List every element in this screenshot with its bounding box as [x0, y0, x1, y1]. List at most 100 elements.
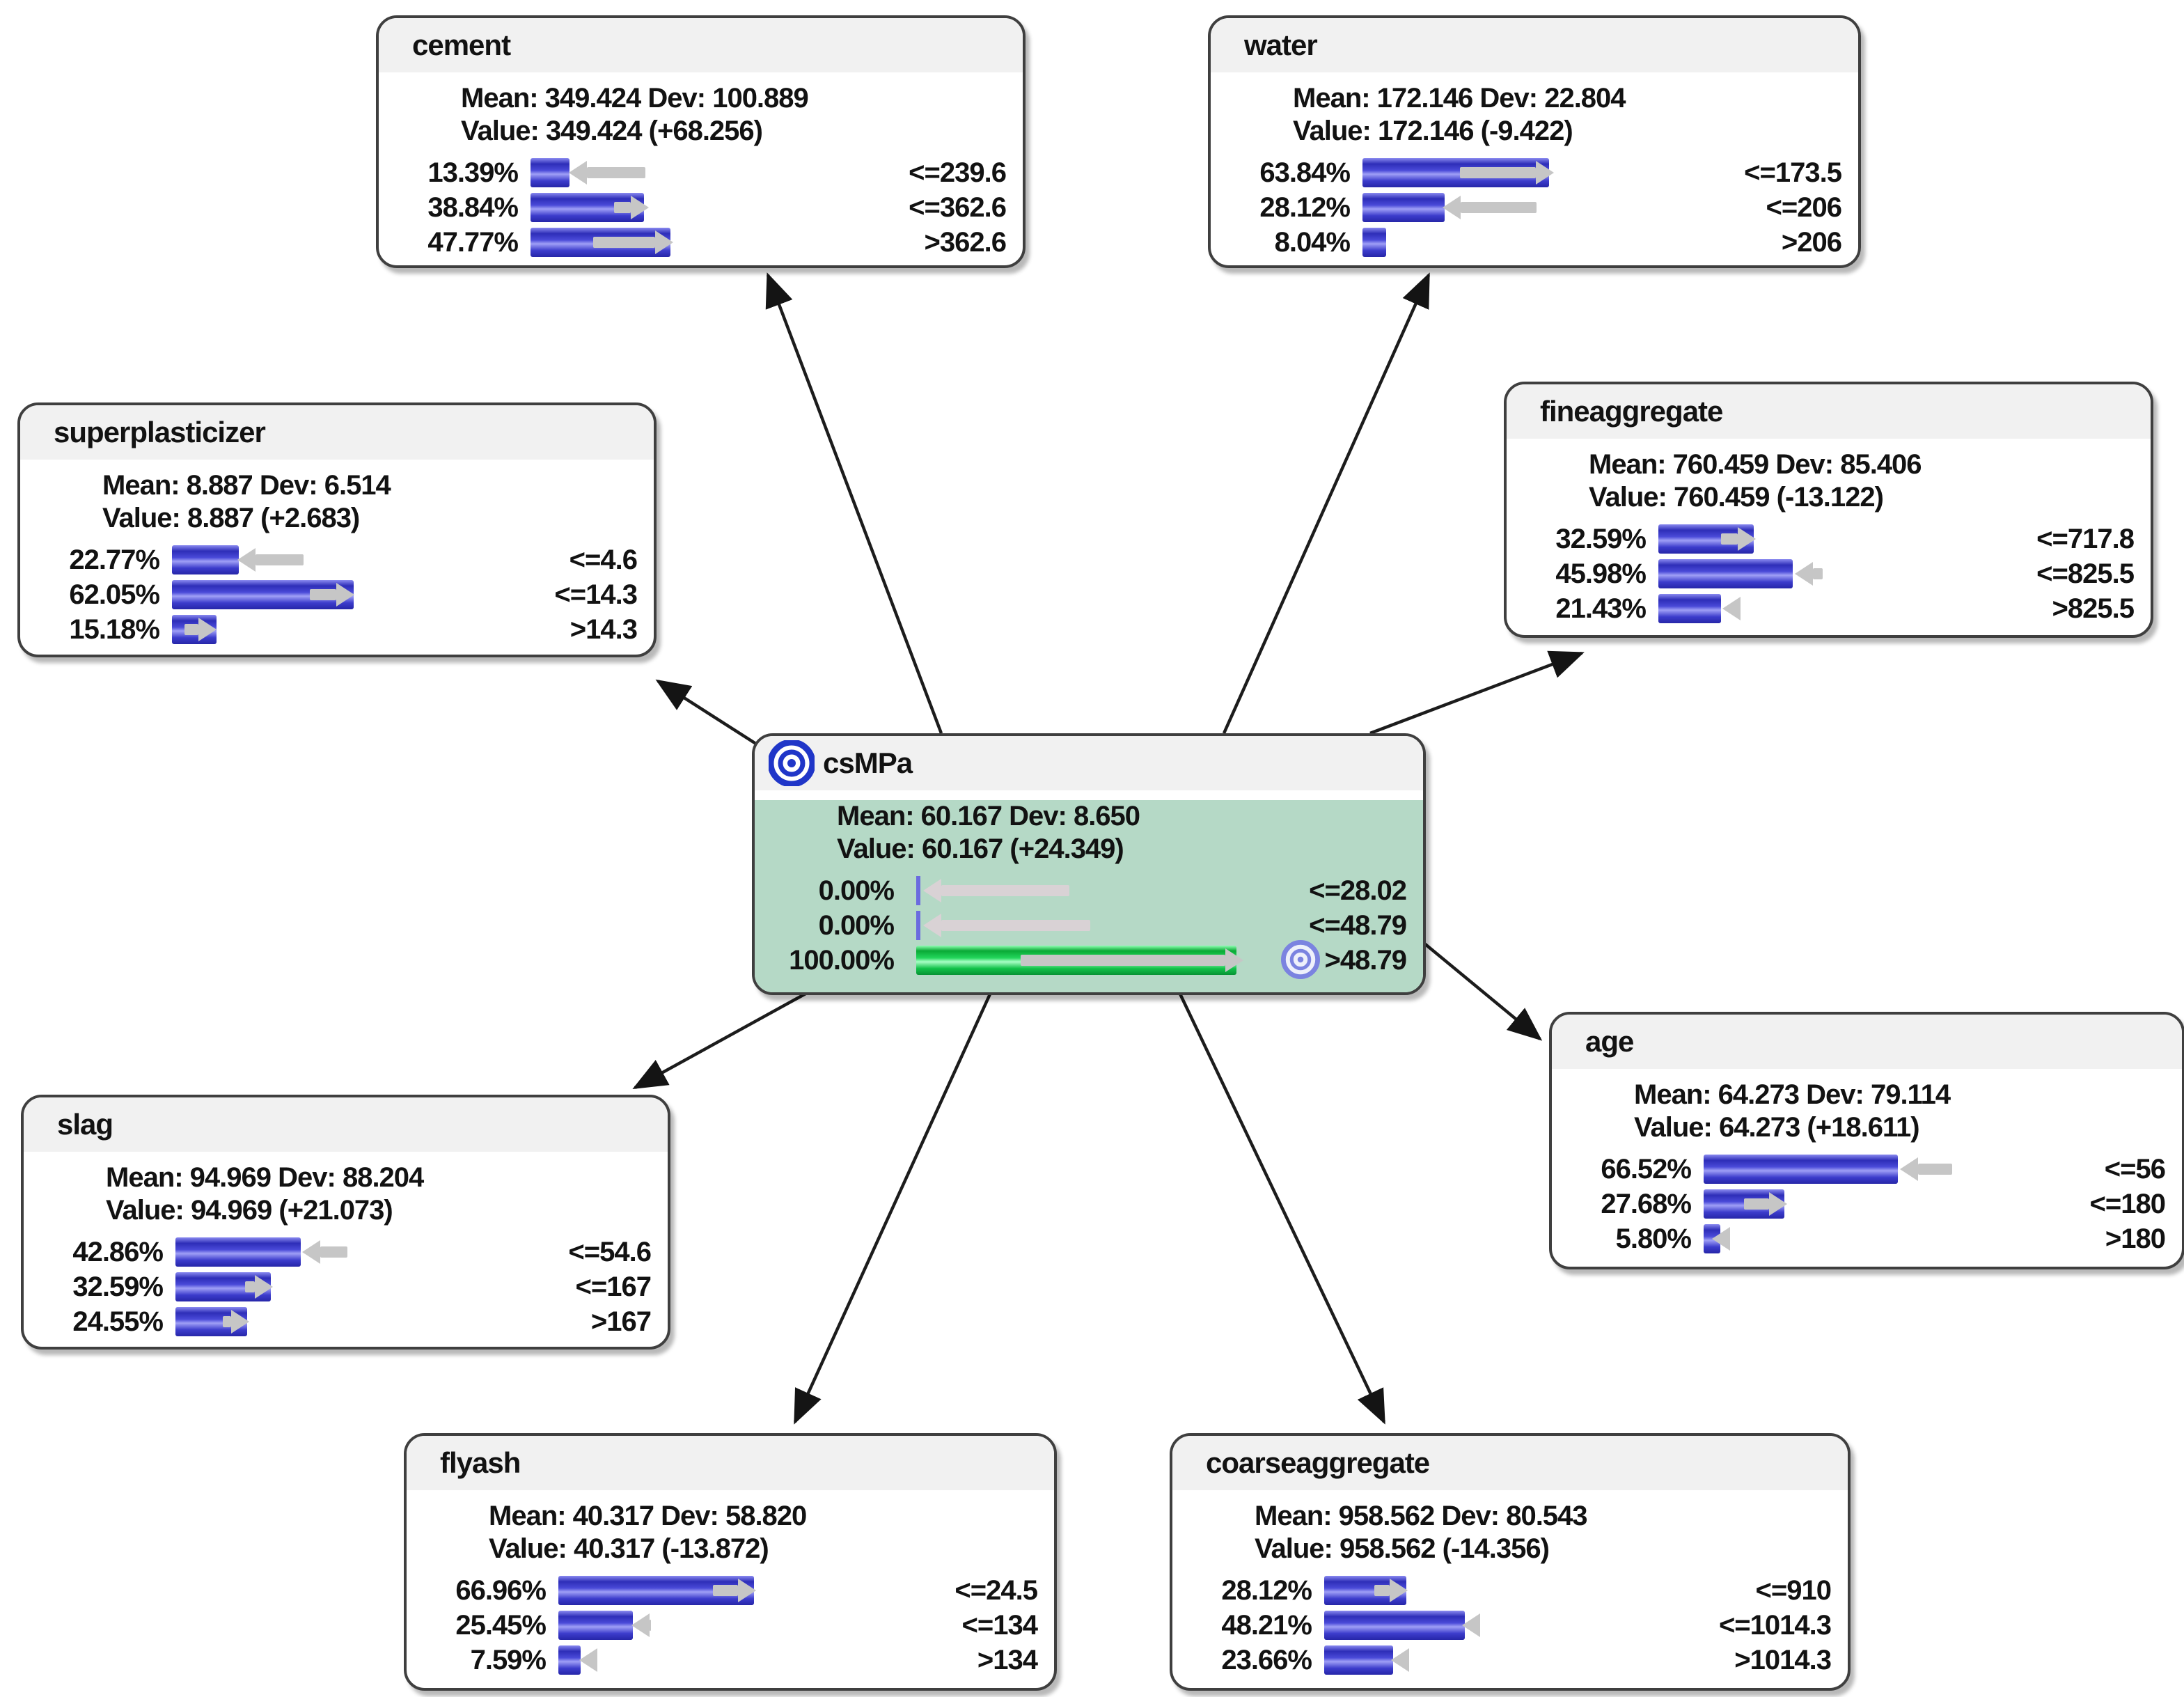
state-row[interactable]: 32.59% <=167 [24, 1270, 668, 1305]
probability-label: 45.98% [1555, 558, 1647, 589]
edge-arrow-slag [632, 988, 815, 1089]
state-row[interactable]: 28.12%<=910 [1172, 1574, 1848, 1609]
edge-arrow-cement [765, 272, 943, 734]
belief-change-arrow [223, 1310, 249, 1334]
state-row[interactable]: 0.00%<=48.79 [755, 909, 1423, 944]
state-label: >167 [590, 1306, 652, 1337]
node-header: csMPa [755, 736, 1423, 790]
probability-bar-zone [172, 615, 489, 644]
probability-bar [1362, 228, 1386, 257]
state-row[interactable]: 48.21% <=1014.3 [1172, 1609, 1848, 1643]
node-header: cement [379, 18, 1023, 72]
state-row[interactable]: 24.55%>167 [24, 1305, 668, 1340]
state-row[interactable]: 5.80%>180 [1552, 1222, 2182, 1257]
mean-dev-line: Mean: 40.317 Dev: 58.820 [489, 1501, 807, 1531]
probability-bar [175, 1237, 301, 1267]
probability-bar-zone [175, 1307, 503, 1336]
node-fineaggregate[interactable]: fineaggregate Mean: 760.459 Dev: 85.406 … [1504, 382, 2153, 638]
state-row[interactable]: 28.12%<=206 [1211, 191, 1858, 226]
probability-label: 32.59% [1555, 524, 1647, 554]
state-row[interactable]: 8.04%>206 [1211, 226, 1858, 260]
probability-label: 25.45% [455, 1610, 547, 1641]
target-icon [767, 739, 816, 788]
belief-change-arrow [1744, 1192, 1787, 1216]
belief-change-arrow [1462, 1613, 1480, 1637]
node-body: Mean: 94.969 Dev: 88.204 Value: 94.969 (… [24, 1162, 668, 1340]
mean-dev-line: Mean: 94.969 Dev: 88.204 [106, 1162, 424, 1193]
state-row[interactable]: 66.52%<=56 [1552, 1152, 2182, 1187]
node-csmpa-target[interactable]: csMPa Mean: 60.167 Dev: 8.650 Value: 60.… [752, 733, 1426, 995]
node-body: Mean: 60.167 Dev: 8.650 Value: 60.167 (+… [755, 800, 1423, 992]
value-line: Value: 94.969 (+21.073) [106, 1195, 393, 1226]
state-row[interactable]: 21.43%>825.5 [1507, 592, 2151, 627]
probability-bar-zone [531, 158, 858, 187]
probability-label: 22.77% [69, 545, 160, 575]
node-age[interactable]: age Mean: 64.273 Dev: 79.114 Value: 64.2… [1549, 1012, 2184, 1269]
node-title: csMPa [823, 746, 913, 779]
probability-bar-zone [558, 1645, 890, 1675]
state-row[interactable]: 7.59%>134 [407, 1643, 1054, 1678]
belief-change-arrow [713, 1579, 756, 1602]
state-row[interactable]: 63.84%<=173.5 [1211, 156, 1858, 191]
probability-label: 66.96% [455, 1575, 547, 1606]
state-row[interactable]: 32.59%<=717.8 [1507, 522, 2151, 557]
belief-change-arrow [614, 196, 649, 219]
state-row[interactable]: 62.05%<=14.3 [20, 578, 654, 613]
state-row[interactable]: 0.00%<=28.02 [755, 874, 1423, 909]
state-row[interactable]: 100.00%>48.79 [755, 940, 1423, 979]
state-label: <=1014.3 [1718, 1610, 1832, 1641]
node-slag[interactable]: slag Mean: 94.969 Dev: 88.204 Value: 94.… [21, 1095, 670, 1350]
probability-bar-zone [916, 876, 1259, 905]
belief-change-arrow [1443, 196, 1537, 219]
belief-change-arrow [923, 914, 1090, 937]
probability-label: 62.05% [69, 579, 160, 610]
node-superplasticizer[interactable]: superplasticizer Mean: 8.887 Dev: 6.514 … [17, 402, 657, 657]
probability-label: 32.59% [72, 1272, 164, 1302]
node-water[interactable]: water Mean: 172.146 Dev: 22.804 Value: 1… [1208, 15, 1861, 268]
node-title: coarseaggregate [1206, 1446, 1430, 1479]
state-row[interactable]: 42.86%<=54.6 [24, 1235, 668, 1270]
state-row[interactable]: 45.98%<=825.5 [1507, 557, 2151, 592]
node-cement[interactable]: cement Mean: 349.424 Dev: 100.889 Value:… [376, 15, 1026, 268]
state-label: <=24.5 [954, 1575, 1038, 1606]
probability-label: 47.77% [427, 227, 519, 258]
node-header: flyash [407, 1436, 1054, 1490]
mean-dev-line: Mean: 60.167 Dev: 8.650 [837, 801, 1140, 831]
node-header: fineaggregate [1507, 384, 2151, 439]
probability-bar-zone [558, 1576, 890, 1605]
node-header: water [1211, 18, 1858, 72]
belief-change-arrow [245, 1275, 273, 1299]
state-row[interactable]: 27.68%<=180 [1552, 1187, 2182, 1222]
state-label: <=56 [2104, 1154, 2166, 1184]
state-label: <=167 [575, 1272, 652, 1302]
probability-bar [558, 1611, 633, 1640]
node-title: cement [412, 29, 511, 61]
value-line: Value: 60.167 (+24.349) [837, 834, 1124, 864]
node-coarseaggregate[interactable]: coarseaggregate Mean: 958.562 Dev: 80.54… [1170, 1433, 1851, 1691]
state-row[interactable]: 15.18%>14.3 [20, 613, 654, 648]
probability-bar [1658, 594, 1721, 623]
node-flyash[interactable]: flyash Mean: 40.317 Dev: 58.820 Value: 4… [404, 1433, 1057, 1691]
state-row[interactable]: 22.77%<=4.6 [20, 543, 654, 578]
probability-label: 48.21% [1221, 1610, 1312, 1641]
state-row[interactable]: 13.39%<=239.6 [379, 156, 1023, 191]
probability-bar-zone [1658, 594, 1986, 623]
value-line: Value: 40.317 (-13.872) [489, 1533, 769, 1564]
state-row[interactable]: 66.96% <=24.5 [407, 1574, 1054, 1609]
probability-label: 27.68% [1601, 1189, 1692, 1219]
probability-label: 28.12% [1259, 192, 1351, 223]
probability-bar-zone [1362, 228, 1694, 257]
state-row[interactable]: 47.77%>362.6 [379, 226, 1023, 260]
probability-label: 5.80% [1615, 1223, 1692, 1254]
probability-bar-zone [1704, 1189, 2018, 1219]
state-row[interactable]: 23.66%>1014.3 [1172, 1643, 1848, 1678]
state-row[interactable]: 25.45%<=134 [407, 1609, 1054, 1643]
probability-label: 63.84% [1259, 157, 1351, 188]
belief-change-arrow [923, 879, 1069, 902]
probability-bar-zone [1658, 524, 1986, 554]
state-row[interactable]: 38.84%<=362.6 [379, 191, 1023, 226]
